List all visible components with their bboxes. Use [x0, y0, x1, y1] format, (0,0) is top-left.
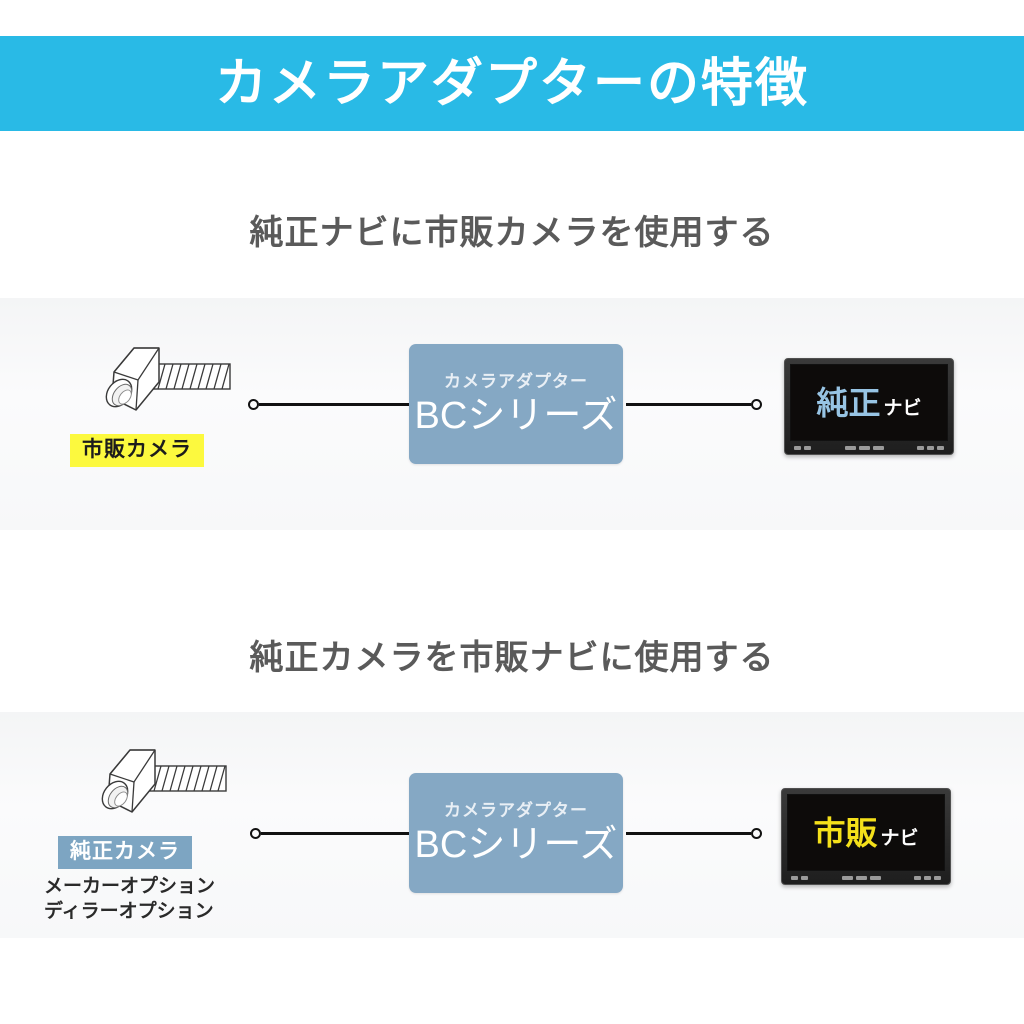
navigation-button-icon: [914, 875, 921, 880]
navigation-button-group-right-2: [914, 875, 941, 880]
camera-sublabel-maker-option: メーカーオプション: [44, 876, 216, 897]
navigation-button-icon: [801, 875, 808, 880]
navigation-screen-1: 純正 ナビ: [790, 364, 948, 441]
section-1-heading: 純正ナビに市販カメラを使用する: [249, 214, 775, 252]
header-banner: カメラアダプターの特徴: [0, 36, 1024, 131]
navigation-screen-text-2: 市販 ナビ: [813, 817, 918, 849]
navigation-screen-2: 市販 ナビ: [787, 794, 945, 871]
navigation-button-icon: [869, 875, 881, 880]
navigation-button-group-center-2: [841, 875, 881, 880]
connector-adapter-to-nav-1: [626, 396, 762, 412]
connector-wire: [261, 831, 412, 835]
camera-line-art-icon: [62, 336, 232, 437]
camera-sublabel-dealer-option: ディラーオプション: [44, 901, 214, 923]
navigation-button-icon: [872, 445, 884, 450]
navigation-main-label-2: 市販: [813, 814, 878, 851]
navigation-button-icon: [804, 445, 811, 450]
adapter-box-1: カメラアダプター BCシリーズ: [409, 344, 623, 464]
camera-sublabels: メーカーオプション ディラーオプション: [44, 874, 215, 924]
connector-wire: [626, 831, 751, 835]
navigation-sub-label-1: ナビ: [883, 397, 922, 419]
navigation-button-icon: [791, 875, 798, 880]
navigation-button-icon: [934, 875, 941, 880]
navigation-sub-label-2: ナビ: [880, 827, 919, 849]
navigation-button-icon: [927, 445, 934, 450]
camera-label-market: 市販カメラ: [70, 434, 204, 468]
navigation-main-label-1: 純正: [816, 384, 881, 421]
connector-wire: [626, 402, 751, 406]
navigation-button-icon: [841, 875, 853, 880]
connector-dot-icon: [248, 398, 259, 410]
adapter-subtitle-1: カメラアダプター: [444, 372, 588, 391]
navigation-unit-2: 市販 ナビ: [781, 788, 951, 885]
connector-camera-to-adapter-1: [248, 396, 412, 412]
page-title: カメラアダプターの特徴: [214, 54, 809, 113]
connector-dot-icon: [250, 827, 261, 839]
navigation-button-icon: [794, 445, 801, 450]
connector-wire: [259, 402, 412, 406]
navigation-button-group-center-1: [844, 445, 884, 450]
navigation-button-icon: [917, 445, 924, 450]
navigation-button-icon: [844, 445, 856, 450]
navigation-button-strip-2: [787, 871, 945, 884]
section-2-heading: 純正カメラを市販ナビに使用する: [249, 639, 775, 677]
navigation-button-group-right-1: [917, 445, 944, 450]
navigation-button-icon: [858, 445, 870, 450]
adapter-title-2: BCシリーズ: [414, 824, 618, 866]
navigation-button-icon: [924, 875, 931, 880]
connector-dot-icon: [751, 827, 762, 839]
camera-line-art-icon: [58, 738, 228, 839]
navigation-button-icon: [937, 445, 944, 450]
camera-label-genuine: 純正カメラ: [58, 836, 192, 870]
adapter-subtitle-2: カメラアダプター: [444, 801, 588, 820]
adapter-title-1: BCシリーズ: [414, 395, 618, 437]
connector-dot-icon: [751, 398, 762, 410]
navigation-button-icon: [855, 875, 867, 880]
connector-camera-to-adapter-2: [250, 825, 412, 841]
navigation-screen-text-1: 純正 ナビ: [816, 387, 921, 419]
navigation-button-group-left-1: [794, 445, 811, 450]
connector-adapter-to-nav-2: [626, 825, 762, 841]
adapter-box-2: カメラアダプター BCシリーズ: [409, 773, 623, 893]
navigation-unit-1: 純正 ナビ: [784, 358, 954, 455]
navigation-button-strip-1: [790, 441, 948, 454]
navigation-button-group-left-2: [791, 875, 808, 880]
